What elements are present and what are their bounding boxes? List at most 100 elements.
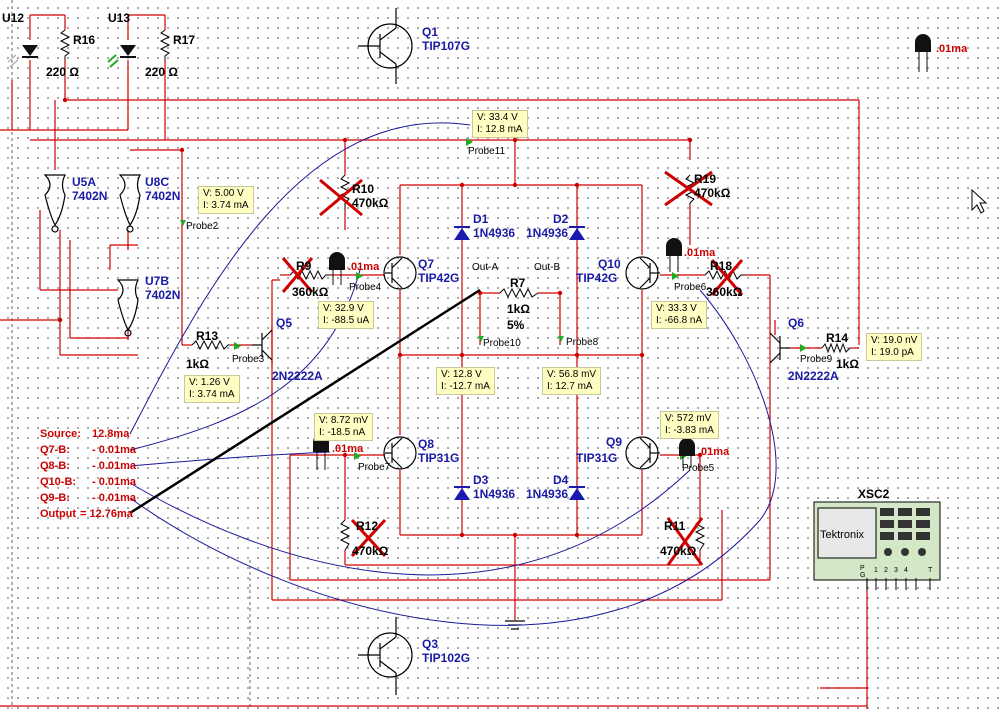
probe-label-9: Probe9 [800,354,833,365]
probe-current: I: 3.74 mA [189,389,235,400]
part-q1: TIP107G [422,39,470,53]
probe-label-11: Probe11 [468,146,506,157]
label-r10: R10 [352,182,374,196]
probe-label-6: Probe6 [674,282,707,293]
meter-tag-top: .01ma [936,43,968,55]
label-r7: R7 [510,276,526,290]
label-d1: D1 [473,212,489,226]
label-q6: Q6 [788,316,804,330]
probe-label-3: Probe3 [232,354,265,365]
probe-current: I: -18.5 nA [319,427,366,438]
value-r12: 470kΩ [352,544,389,558]
label-r12: R12 [356,519,378,533]
resistor-r16-icon [59,29,71,60]
label-u7b: U7B [145,274,169,288]
label-q1: Q1 [422,25,438,39]
mouse-cursor-icon [971,188,988,214]
probe-voltage: V: 8.72 mV [319,415,369,426]
probe-voltage: V: 56.8 mV [547,369,597,380]
probe-current: I: -3.83 mA [665,425,714,436]
label-q7: Q7 [418,257,434,271]
diode-icons [454,226,585,500]
scope-pin-g: G [860,572,865,579]
probe-current: I: -88.5 uA [323,315,370,326]
label-u13: U13 [108,11,130,25]
summary-q8b: Q8-B:- 0.01ma [40,460,137,472]
part-d3: 1N4936 [473,487,515,501]
led-u12-icon [7,45,38,68]
label-out-b: Out-B [534,262,560,273]
value-r7: 1kΩ [507,302,530,316]
probe-voltage: V: 12.8 V [441,369,482,380]
junctions [57,97,703,538]
probe-voltage: V: 19.0 nV [871,335,918,346]
probe-voltage: V: 572 mV [665,413,712,424]
part-q5: 2N2222A [272,369,323,383]
label-q3: Q3 [422,637,438,651]
label-d3: D3 [473,473,489,487]
summary-source: Source:12.8ma [40,428,130,440]
part-q7: TIP42G [418,271,459,285]
scope-brand: Tektronix [820,529,865,541]
probe-current: I: 12.7 mA [547,381,593,392]
summary-output: Output= 12.76ma [40,508,133,520]
transistor-q1-icon [358,8,413,84]
output-leader [129,288,481,515]
probe-current: I: 19.0 pA [871,347,914,358]
transistor-bridge-icons [252,256,790,470]
part-u8c: 7402N [145,189,180,203]
part-q8: TIP31G [418,451,459,465]
current-meter-icons [313,34,931,470]
resistor-r17-icon [159,29,171,60]
label-u5a: U5A [72,175,96,189]
label-q9: Q9 [606,435,622,449]
label-d4: D4 [553,473,569,487]
meter-tag-q9: .01ma [698,446,730,458]
nor-gate-icons [43,174,141,337]
value-r17: 220 Ω [145,65,178,79]
part-q6: 2N2222A [788,369,839,383]
scope-pin-4: 4 [904,567,908,574]
part-q10: TIP42G [576,271,617,285]
value-r18: 360kΩ [706,285,743,299]
label-out-a: Out-A [472,262,498,273]
part-u7b: 7402N [145,288,180,302]
probe-voltage: V: 33.3 V [656,303,697,314]
label-d2: D2 [553,212,569,226]
part-d4: 1N4936 [526,487,568,501]
oscilloscope-xsc2[interactable] [813,501,941,590]
probe-label-5: Probe5 [682,463,715,474]
label-r14: R14 [826,331,848,345]
label-q8: Q8 [418,437,434,451]
label-r9: R9 [296,259,312,273]
tol-r7: 5% [507,318,525,332]
probe-label-7: Probe7 [358,462,391,473]
scope-pin-t: T [928,567,933,574]
probe-voltage: V: 5.00 V [203,188,244,199]
wires [0,14,868,709]
label-q5: Q5 [276,316,292,330]
value-r14: 1kΩ [836,357,859,371]
label-r13: R13 [196,329,218,343]
value-r16: 220 Ω [46,65,79,79]
led-u13-icon [107,45,136,68]
value-r19: 470kΩ [694,186,731,200]
probe-label-8: Probe8 [566,337,599,348]
label-u12: U12 [2,11,24,25]
value-r11: 470kΩ [660,544,697,558]
scope-pin-2: 2 [884,567,888,574]
probe-label-10: Probe10 [483,338,521,349]
part-u5a: 7402N [72,189,107,203]
resistor-icons [191,174,851,551]
